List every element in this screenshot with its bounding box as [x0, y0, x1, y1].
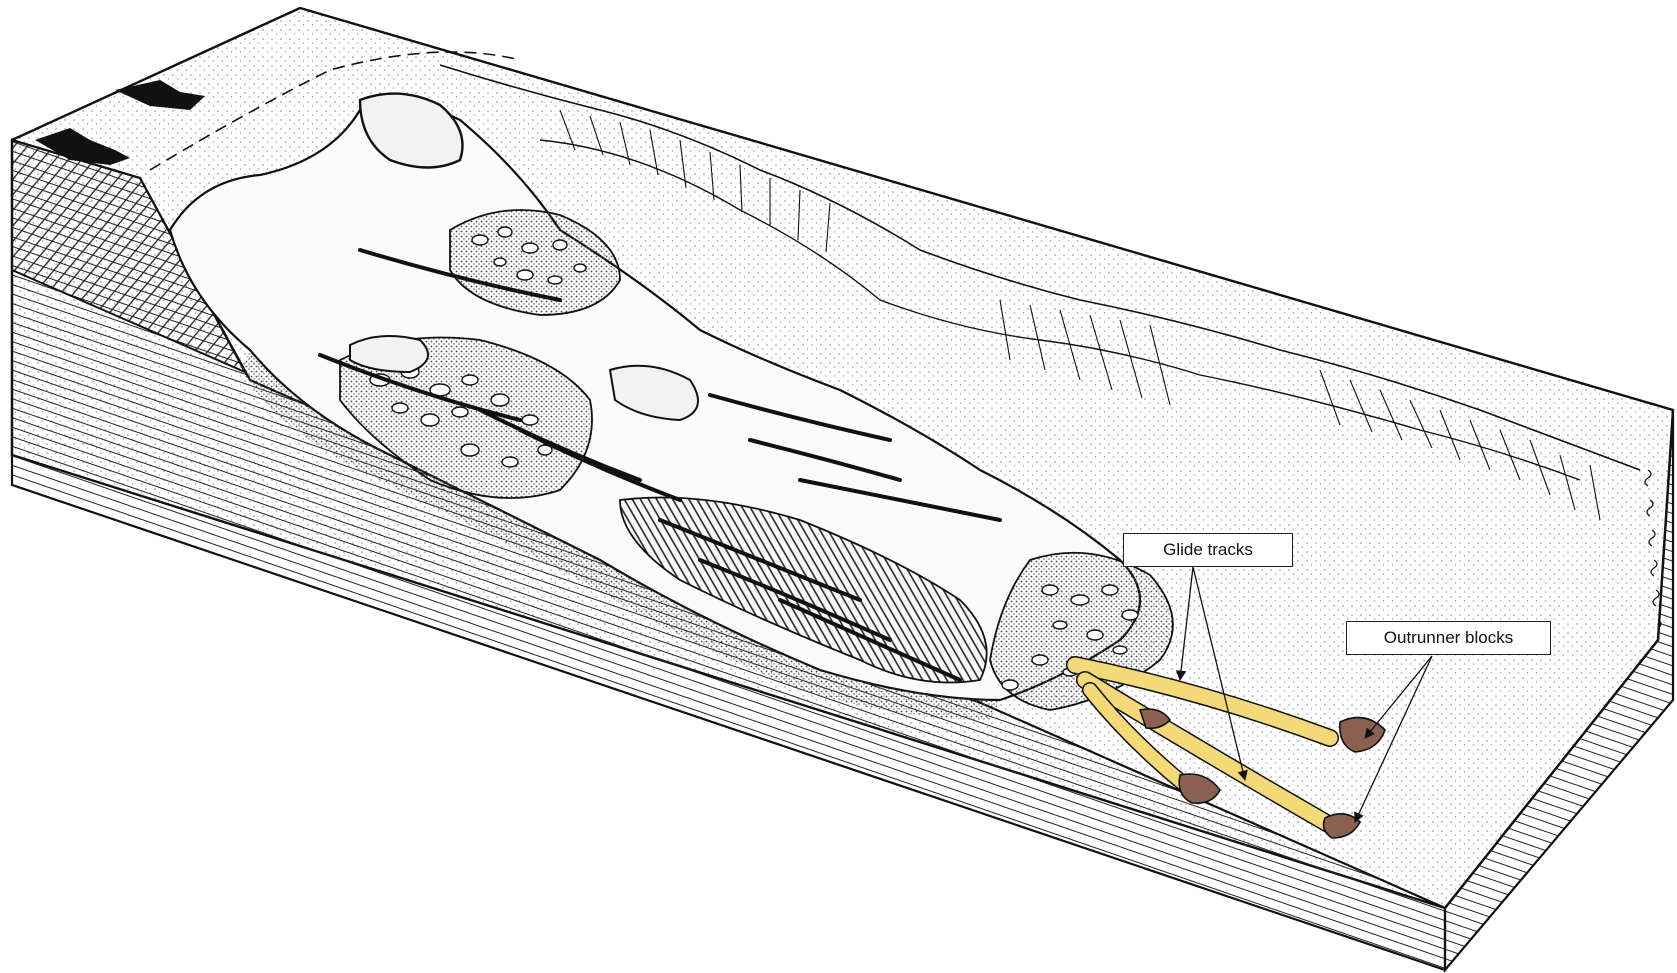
outrunner-blocks-label: Outrunner blocks	[1346, 621, 1551, 655]
glide-tracks-label: Glide tracks	[1123, 533, 1293, 567]
